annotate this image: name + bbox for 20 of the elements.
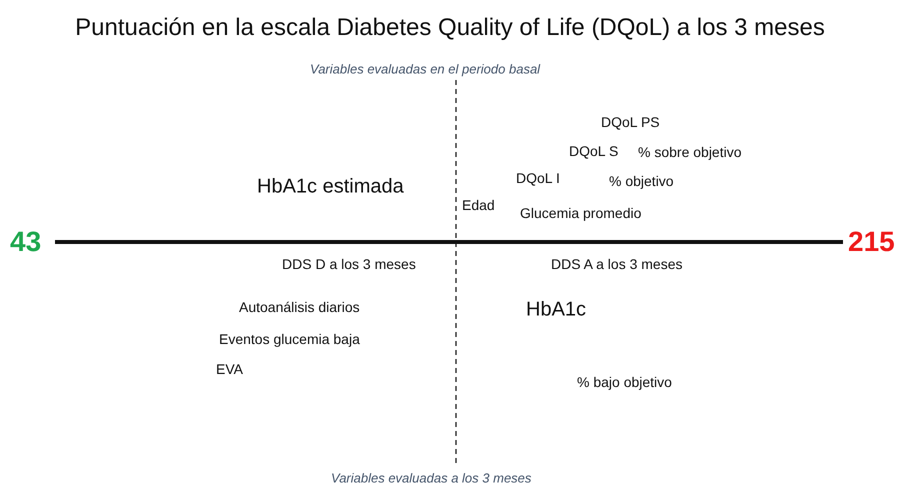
axis-note: Variables evaluadas a los 3 meses (331, 470, 532, 486)
variable-label: DQoL S (569, 143, 618, 159)
scale-maximum: 215 (848, 226, 895, 258)
variable-label: Eventos glucemia baja (219, 331, 360, 347)
axis-note: Variables evaluadas en el periodo basal (310, 62, 540, 76)
variable-label: HbA1c estimada (257, 176, 404, 198)
scale-minimum: 43 (10, 226, 42, 258)
variable-label: Autoanálisis diarios (239, 299, 360, 315)
variable-label: DQoL I (516, 170, 560, 186)
variable-label: HbA1c (526, 298, 586, 322)
variable-label: EVA (216, 361, 243, 377)
variable-label: DDS D a los 3 meses (282, 256, 416, 272)
variable-label: % bajo objetivo (577, 374, 672, 390)
variable-label: DDS A a los 3 meses (551, 256, 683, 272)
variable-label: Edad (462, 197, 495, 213)
variable-label: DQoL PS (601, 114, 660, 130)
variable-label: Glucemia promedio (520, 205, 642, 221)
variable-label: % sobre objetivo (638, 144, 742, 160)
chart-title: Puntuación en la escala Diabetes Quality of Life (DQoL) a los 3 meses (74, 14, 826, 42)
variable-label: % objetivo (609, 173, 674, 189)
